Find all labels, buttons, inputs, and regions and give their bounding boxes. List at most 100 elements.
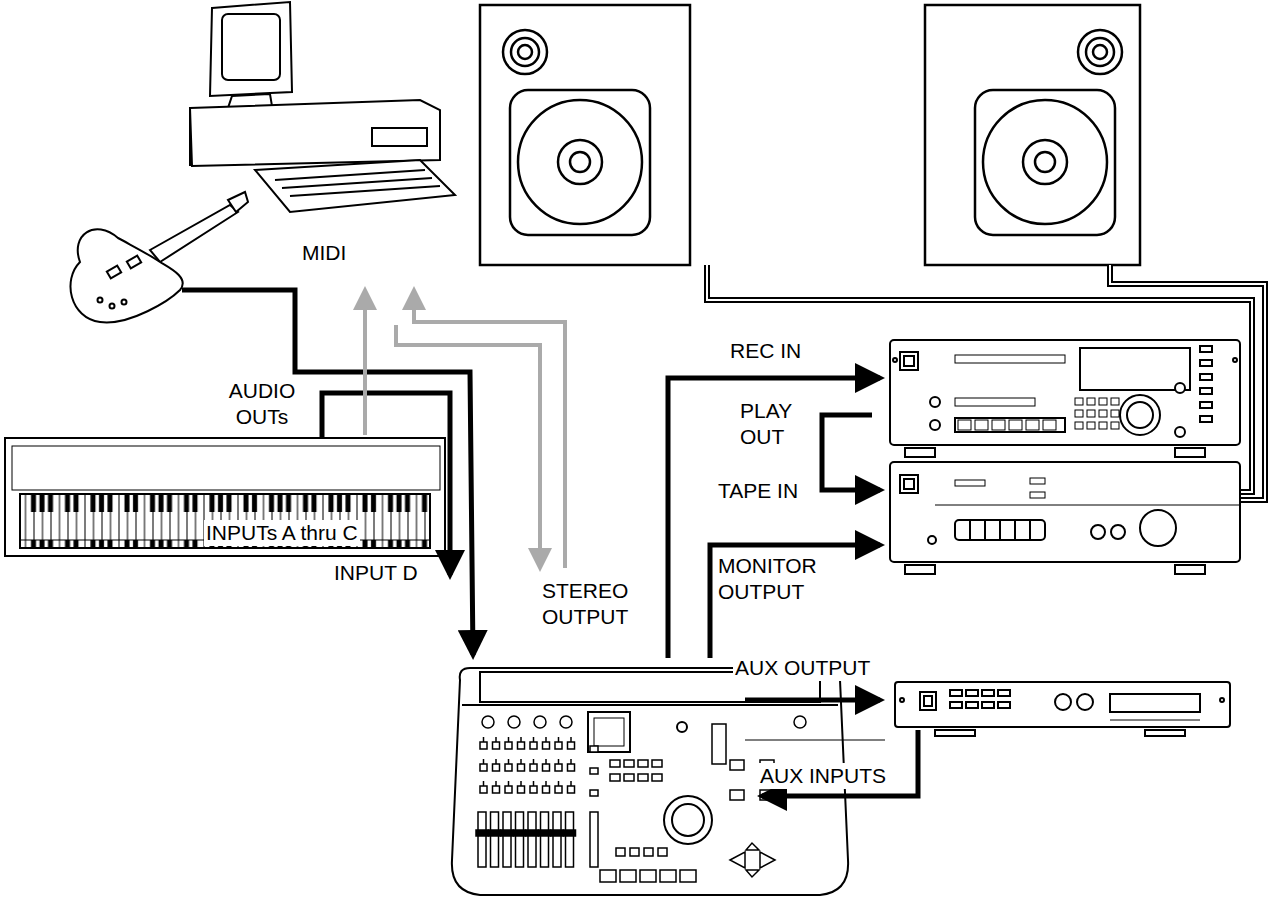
effects-unit-part xyxy=(1145,730,1185,736)
mixer-controls-part xyxy=(545,759,547,764)
mixer-controls-part xyxy=(543,764,550,771)
mixer-controls-part xyxy=(476,830,488,836)
mixer-controls-part xyxy=(590,746,598,752)
amplifier xyxy=(890,462,1240,574)
dat-recorder-part xyxy=(1175,383,1185,393)
speaker-part xyxy=(1078,30,1122,74)
dat-recorder-part xyxy=(1175,448,1205,457)
mixer-controls-part xyxy=(560,716,572,728)
mixer-controls-part xyxy=(518,742,525,749)
dat-recorder-part xyxy=(900,352,918,370)
mixer-controls-part xyxy=(505,786,512,793)
mixer-controls-part xyxy=(516,812,524,867)
signal-label: AUX INPUTS xyxy=(758,763,888,789)
keyboard xyxy=(5,438,445,556)
mixer-controls-part xyxy=(570,737,572,742)
mixer-controls-part xyxy=(543,786,550,793)
mixer-controls-part xyxy=(564,830,576,836)
dat-recorder-part xyxy=(1080,348,1190,390)
speaker-part xyxy=(925,5,1140,265)
guitar-part xyxy=(228,192,248,212)
dat-recorder-part xyxy=(1200,346,1212,352)
computer-part xyxy=(255,160,455,212)
mixer-controls-part xyxy=(730,760,744,770)
mixer-recorder-part xyxy=(462,704,838,706)
mixer-controls-part xyxy=(533,737,535,742)
mixer-controls-part xyxy=(489,830,501,836)
mixer-controls-part xyxy=(570,781,572,786)
mixer-controls-part xyxy=(483,781,485,786)
mixer-controls-part xyxy=(533,781,535,786)
dat-recorder xyxy=(890,340,1240,457)
computer-part xyxy=(275,170,440,196)
dat-keys-part xyxy=(1075,410,1083,417)
mixer-controls-part xyxy=(493,786,500,793)
mixer-controls-part xyxy=(520,737,522,742)
effects-unit-part xyxy=(966,702,978,708)
computer-part xyxy=(210,2,292,96)
dat-recorder-part xyxy=(955,355,1065,363)
computer-part xyxy=(222,14,280,80)
effects-unit-part xyxy=(950,702,962,708)
amplifier-part xyxy=(970,520,1030,540)
dat-keys-part xyxy=(1099,410,1107,417)
computer-part xyxy=(372,128,427,146)
guitar-part xyxy=(127,256,141,269)
mixer-controls-part xyxy=(658,848,667,856)
mixer-controls-part xyxy=(534,716,546,728)
signal-label: INPUTs A thru C xyxy=(204,520,360,546)
signal-label: STEREO OUTPUT xyxy=(540,578,644,631)
mixer-controls-part xyxy=(508,737,510,742)
speaker-part xyxy=(1093,45,1107,59)
speaker-part xyxy=(518,100,642,224)
audio-cable-part xyxy=(745,698,880,703)
signal-label: MIDI xyxy=(300,240,348,266)
mixer-controls-part xyxy=(491,812,499,867)
mixer-controls-part xyxy=(483,737,485,742)
midi-cable-part xyxy=(414,290,565,568)
effects-unit-part xyxy=(895,682,1230,727)
speaker-part xyxy=(503,30,547,74)
amplifier-part xyxy=(1030,492,1045,498)
effects-unit-part xyxy=(1055,694,1071,710)
mixer-controls-part xyxy=(624,774,634,781)
mixer-controls-part xyxy=(480,764,487,771)
audio-cable-part xyxy=(322,393,450,575)
signal-label: MONITOR OUTPUT xyxy=(716,553,832,606)
mixer-controls-part xyxy=(624,760,634,767)
mixer-controls-part xyxy=(505,742,512,749)
effects-unit-part xyxy=(924,696,932,706)
mixer-controls-part xyxy=(501,830,513,836)
signal-label: INPUT D xyxy=(332,560,420,586)
dat-keys-part xyxy=(1099,398,1107,405)
computer-part xyxy=(190,100,440,166)
mixer-controls-part xyxy=(505,764,512,771)
dat-recorder-part xyxy=(1200,388,1212,394)
dat-keys-part xyxy=(1111,410,1119,417)
dat-recorder-part xyxy=(1233,358,1237,362)
speaker-part xyxy=(1023,140,1067,184)
effects-unit-part xyxy=(900,698,904,702)
guitar xyxy=(70,192,248,322)
effects-unit-part xyxy=(935,730,975,736)
amplifier-part xyxy=(955,520,1045,540)
dat-keys-part xyxy=(958,420,971,430)
mixer-controls-part xyxy=(508,716,520,728)
amplifier-part xyxy=(890,462,1240,562)
amplifier-part xyxy=(1140,510,1176,546)
amplifier-part xyxy=(904,479,914,489)
mixer-controls-part xyxy=(495,737,497,742)
mixer-controls-part xyxy=(520,781,522,786)
mixer-controls-part xyxy=(520,759,522,764)
mixer-controls-part xyxy=(590,812,598,867)
mixer-controls-part xyxy=(533,759,535,764)
mixer-controls-part xyxy=(570,759,572,764)
mixer-controls-part xyxy=(630,848,639,856)
amplifier-part xyxy=(928,536,936,544)
guitar-part xyxy=(110,304,115,309)
midi-cable-part xyxy=(396,325,540,568)
amplifier-part xyxy=(1175,565,1205,574)
dat-recorder-part xyxy=(890,340,1240,445)
mixer-controls-part xyxy=(555,742,562,749)
dat-keys-part xyxy=(1075,398,1083,405)
